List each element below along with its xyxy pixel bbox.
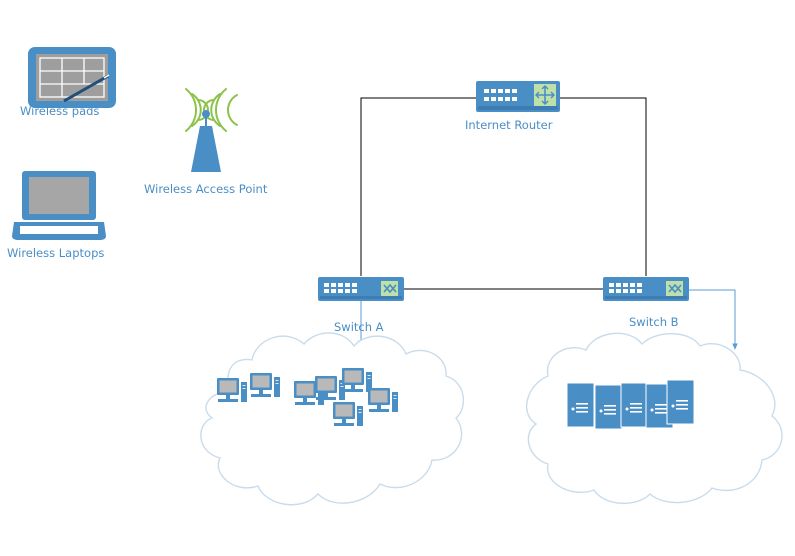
switch-a-icon [317, 276, 405, 302]
downlink-switch-b [688, 289, 738, 350]
link-router-switch-b [560, 97, 647, 276]
link-router-switch-a [360, 97, 476, 276]
server-icon [566, 382, 595, 428]
switch-a-label: Switch A [334, 320, 384, 334]
antenna-icon [185, 88, 238, 172]
server-group [566, 379, 695, 430]
server-icon [594, 384, 623, 430]
tablet-stylus-icon [28, 47, 116, 108]
switch-b-label: Switch B [629, 315, 679, 329]
switch-b-icon [602, 276, 690, 302]
server-icon [666, 379, 695, 425]
wireless-laptops-label: Wireless Laptops [7, 246, 105, 260]
server-icon [620, 382, 649, 428]
wireless-access-point-label: Wireless Access Point [144, 182, 268, 196]
internet-router-label: Internet Router [465, 118, 553, 132]
wireless-pads-label: Wireless pads [20, 104, 100, 118]
cloud-a [200, 332, 465, 506]
laptop-icon [12, 171, 106, 240]
router-icon [476, 81, 560, 112]
